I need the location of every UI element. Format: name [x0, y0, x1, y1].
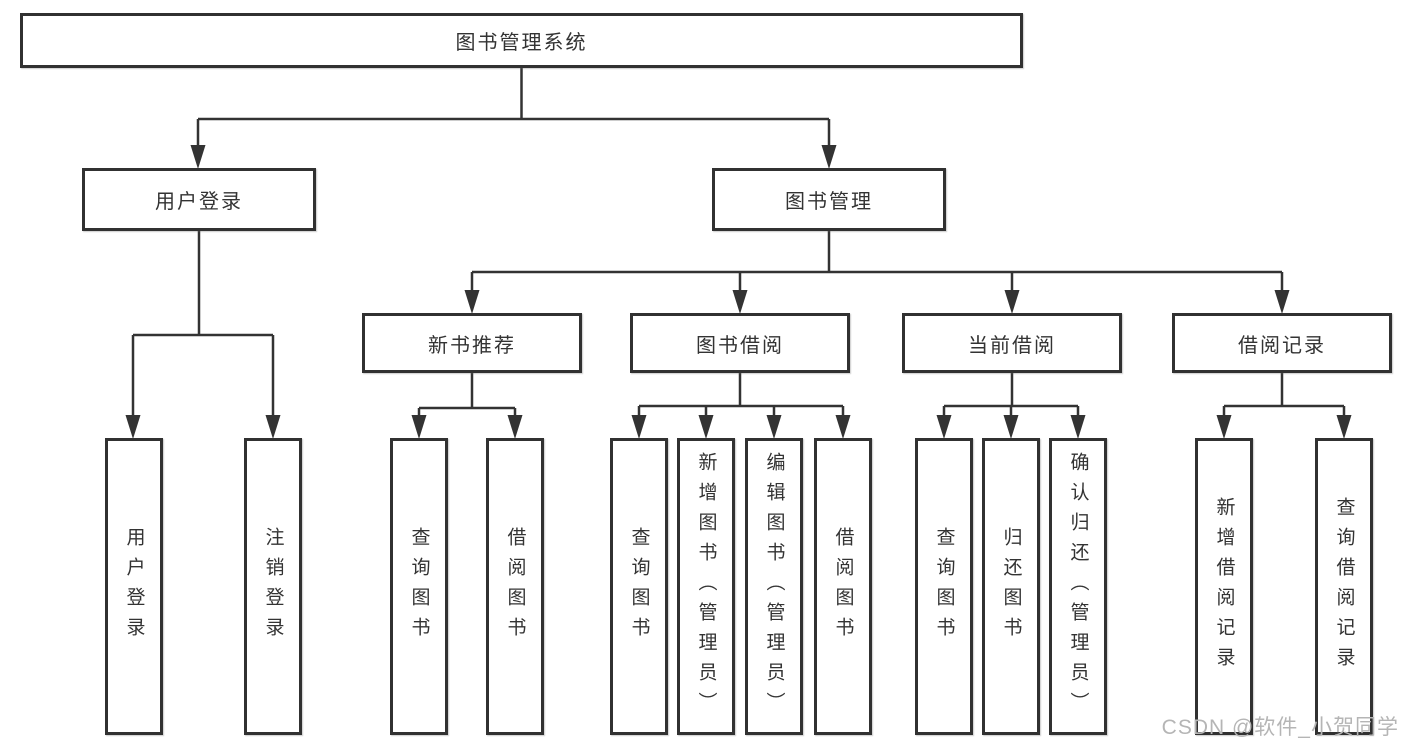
leaf-bb-borrow-books: 借阅图书 [814, 438, 872, 735]
node-borrow-records-label: 借阅记录 [1238, 334, 1326, 357]
leaf-br-add-record-label: 新增借阅记录 [1213, 496, 1235, 677]
arrow-down-icon [766, 415, 782, 439]
arrow-down-icon [125, 415, 141, 439]
arrow-down-icon [1216, 415, 1232, 439]
leaf-cb-query-books-label: 查询图书 [933, 526, 955, 647]
arrow-down-icon [190, 145, 206, 169]
csdn-watermark: CSDN @软件_小贺同学 [1161, 716, 1399, 739]
leaf-cb-query-books: 查询图书 [915, 438, 973, 735]
leaf-user-login: 用户登录 [105, 438, 163, 735]
node-root-label: 图书管理系统 [455, 32, 588, 54]
node-current-borrow: 当前借阅 [902, 313, 1122, 373]
leaf-br-add-record: 新增借阅记录 [1195, 438, 1253, 735]
leaf-nb-borrow-books: 借阅图书 [486, 438, 544, 735]
arrow-down-icon [1274, 290, 1290, 314]
arrow-down-icon [631, 415, 647, 439]
arrow-down-icon [835, 415, 851, 439]
leaf-nb-borrow-books-label: 借阅图书 [504, 526, 526, 647]
leaf-br-query-record: 查询借阅记录 [1315, 438, 1373, 735]
leaf-cb-return-books: 归还图书 [982, 438, 1040, 735]
arrow-down-icon [821, 145, 837, 169]
node-new-book-recommend-label: 新书推荐 [428, 334, 516, 357]
node-book-management: 图书管理 [712, 168, 946, 231]
node-book-borrow: 图书借阅 [630, 313, 850, 373]
arrow-down-icon [732, 290, 748, 314]
node-root: 图书管理系统 [20, 13, 1023, 68]
leaf-bb-add-books-admin-label: 新增图书（管理员） [695, 451, 717, 722]
arrow-down-icon [265, 415, 281, 439]
leaf-bb-edit-books-admin: 编辑图书（管理员） [745, 438, 803, 735]
node-new-book-recommend: 新书推荐 [362, 313, 582, 373]
node-book-borrow-label: 图书借阅 [696, 334, 784, 357]
tree-edges [131, 68, 1346, 417]
arrow-down-icon [1003, 415, 1019, 439]
leaf-cb-confirm-return-admin-label: 确认归还（管理员） [1067, 451, 1089, 722]
node-user-login-label: 用户登录 [155, 191, 243, 213]
node-current-borrow-label: 当前借阅 [968, 334, 1056, 357]
leaf-bb-borrow-books-label: 借阅图书 [832, 526, 854, 647]
arrow-down-icon [411, 415, 427, 439]
leaf-user-login-label: 用户登录 [123, 526, 145, 647]
arrowheads [125, 145, 1352, 439]
arrow-down-icon [464, 290, 480, 314]
arrow-down-icon [1336, 415, 1352, 439]
leaf-nb-query-books-label: 查询图书 [408, 526, 430, 647]
node-borrow-records: 借阅记录 [1172, 313, 1392, 373]
leaf-bb-add-books-admin: 新增图书（管理员） [677, 438, 735, 735]
leaf-nb-query-books: 查询图书 [390, 438, 448, 735]
leaf-logout: 注销登录 [244, 438, 302, 735]
node-book-management-label: 图书管理 [785, 191, 873, 213]
arrow-down-icon [1004, 290, 1020, 314]
leaf-cb-return-books-label: 归还图书 [1000, 526, 1022, 647]
leaf-br-query-record-label: 查询借阅记录 [1333, 496, 1355, 677]
leaf-bb-edit-books-admin-label: 编辑图书（管理员） [763, 451, 785, 722]
arrow-down-icon [698, 415, 714, 439]
arrow-down-icon [507, 415, 523, 439]
leaf-cb-confirm-return-admin: 确认归还（管理员） [1049, 438, 1107, 735]
arrow-down-icon [1070, 415, 1086, 439]
leaf-bb-query-books: 查询图书 [610, 438, 668, 735]
arrow-down-icon [936, 415, 952, 439]
leaf-bb-query-books-label: 查询图书 [628, 526, 650, 647]
node-user-login: 用户登录 [82, 168, 316, 231]
leaf-logout-label: 注销登录 [262, 526, 284, 647]
